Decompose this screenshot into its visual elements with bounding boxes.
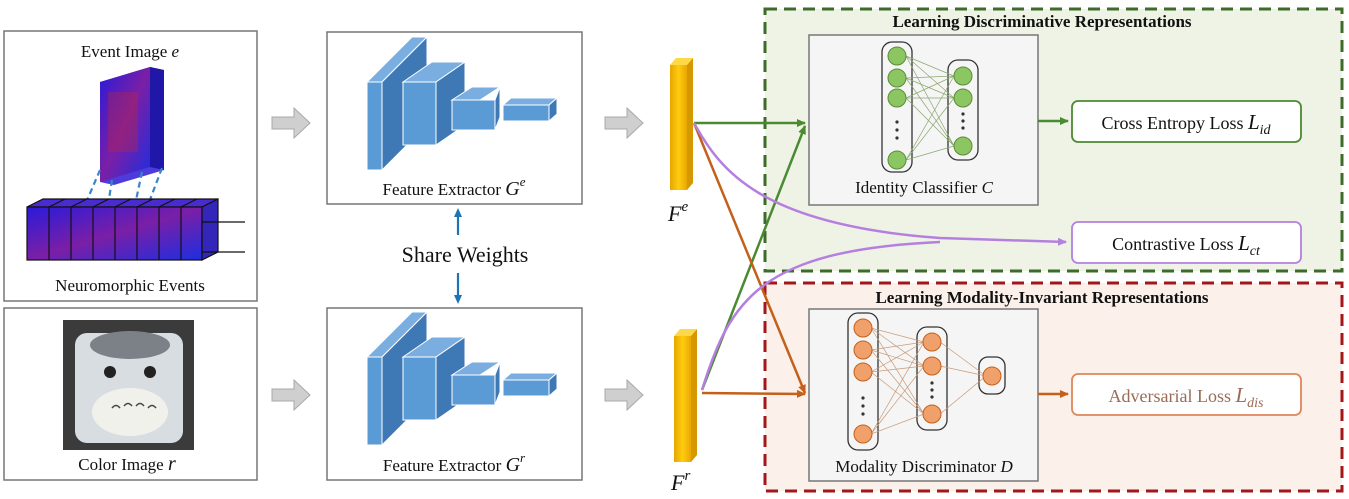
classifier-network	[881, 41, 979, 173]
svg-text:Event Image e: Event Image e	[81, 42, 180, 61]
gray-arrow-icon	[271, 106, 311, 140]
discriminative-title: Learning Discriminative Representations	[892, 12, 1191, 31]
svg-text:Modality Discriminator D: Modality Discriminator D	[835, 457, 1013, 476]
gray-arrow-icon	[271, 378, 311, 412]
neuron-icon	[887, 88, 907, 108]
cuboid-block-icon	[365, 310, 559, 447]
feature-top-var: F	[667, 201, 682, 226]
neuron-icon	[953, 66, 973, 86]
adv-loss-sub: dis	[1247, 396, 1264, 411]
adv-loss-label: Adversarial Loss	[1109, 386, 1231, 406]
svg-text:Color Image r: Color Image r	[78, 453, 176, 475]
gray-arrow-icon	[604, 106, 644, 140]
svg-text:Feature Extractor Ge: Feature Extractor Ge	[383, 174, 526, 200]
discriminator-label: Modality Discriminator	[835, 457, 996, 476]
extractor-bottom-var: G	[506, 454, 521, 476]
neuromorphic-events-label: Neuromorphic Events	[55, 276, 205, 295]
neuron-icon	[853, 340, 873, 360]
color-image-icon	[63, 320, 194, 450]
discriminator-network	[847, 312, 1006, 451]
contrastive-loss-box	[1071, 221, 1302, 264]
ce-loss-label: Cross Entropy Loss	[1101, 113, 1243, 133]
extractor-bottom-label: Feature Extractor	[383, 456, 502, 475]
neuron-icon	[887, 46, 907, 66]
arrow-fr-to-contrastive	[700, 240, 941, 391]
cuboid-block-icon	[365, 35, 559, 172]
gray-arrow-icon	[604, 378, 644, 412]
svg-text:Adversarial Loss Ldis: Adversarial Loss Ldis	[1109, 383, 1265, 411]
classifier-label: Identity Classifier	[855, 178, 978, 197]
feature-bar-top	[670, 58, 693, 190]
svg-text:Contrastive Loss Lct: Contrastive Loss Lct	[1112, 231, 1261, 259]
adv-loss-var: L	[1234, 383, 1247, 407]
cross-entropy-loss-box	[1071, 100, 1302, 143]
svg-text:Identity Classifier C: Identity Classifier C	[855, 178, 994, 197]
neuron-icon	[887, 150, 907, 170]
feature-bottom-var: F	[670, 470, 685, 495]
neuron-icon	[922, 404, 942, 424]
arrow-fe-to-discriminator	[692, 122, 807, 394]
neuron-icon	[853, 318, 873, 338]
ce-loss-sub: id	[1260, 123, 1272, 138]
feature-top-sup: e	[681, 199, 688, 215]
neuron-icon	[953, 136, 973, 156]
svg-text:Fr: Fr	[670, 468, 690, 495]
neuron-icon	[853, 362, 873, 382]
extractor-bottom-sup: r	[520, 450, 526, 465]
svg-text:Cross Entropy Loss Lid: Cross Entropy Loss Lid	[1101, 110, 1271, 138]
ct-loss-label: Contrastive Loss	[1112, 234, 1234, 254]
color-image-var: r	[168, 453, 176, 475]
ce-loss-var: L	[1247, 110, 1260, 134]
extractor-top-sup: e	[520, 174, 526, 189]
share-weights-label: Share Weights	[402, 242, 529, 267]
invariant-title: Learning Modality-Invariant Representati…	[875, 288, 1208, 307]
color-image-title: Color Image	[78, 455, 163, 474]
neuron-icon	[922, 332, 942, 352]
extractor-top-label: Feature Extractor	[383, 180, 502, 199]
classifier-var: C	[982, 178, 994, 197]
svg-text:Fe: Fe	[667, 199, 688, 226]
neuron-icon	[853, 424, 873, 444]
feature-bottom-sup: r	[684, 468, 690, 484]
arrow-fe-to-contrastive	[692, 122, 1067, 246]
neuron-icon	[922, 356, 942, 376]
event-volume-icon	[26, 198, 245, 261]
event-image-var: e	[172, 42, 180, 61]
arrow-fr-to-discriminator	[701, 389, 806, 398]
neuron-icon	[982, 366, 1002, 386]
modality-discriminator-box	[808, 308, 1039, 482]
ct-loss-var: L	[1237, 231, 1250, 255]
ct-loss-sub: ct	[1250, 244, 1261, 259]
event-image-title: Event Image	[81, 42, 167, 61]
event-image-icon	[100, 67, 164, 185]
neuron-icon	[887, 68, 907, 88]
feature-bar-bottom	[674, 329, 697, 462]
svg-text:Feature Extractor Gr: Feature Extractor Gr	[383, 450, 526, 476]
adversarial-loss-box	[1071, 373, 1302, 416]
extractor-top-var: G	[505, 178, 520, 200]
neuron-icon	[953, 88, 973, 108]
discriminator-var: D	[999, 457, 1013, 476]
